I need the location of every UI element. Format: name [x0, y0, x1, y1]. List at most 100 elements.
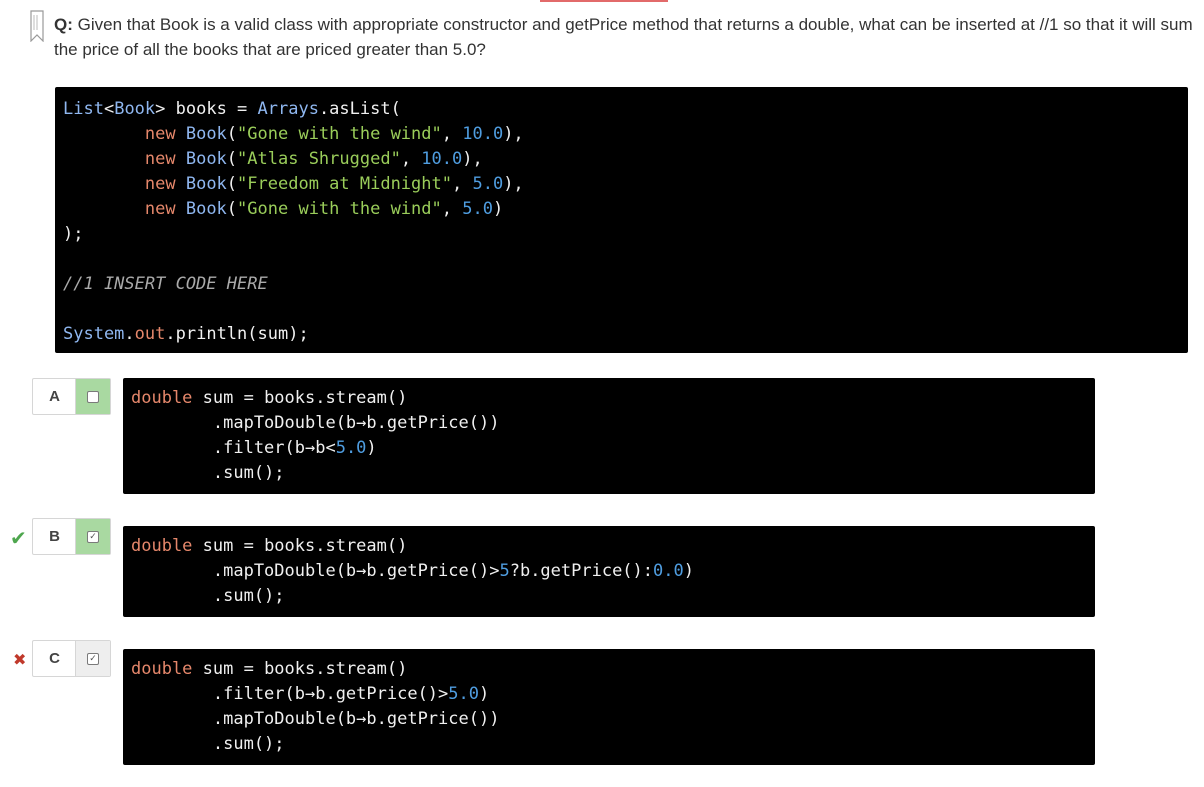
option-letter: C — [49, 650, 60, 667]
code-token: , — [451, 174, 473, 194]
code-token: sum = books.stream() — [192, 388, 408, 408]
code-token: ) — [479, 684, 490, 704]
wrong-x-icon: ✖ — [13, 650, 27, 669]
code-token: new — [144, 124, 186, 144]
code-token — [63, 124, 145, 144]
code-token: 5.0 — [448, 684, 479, 704]
code-line: double sum = books.stream() — [131, 534, 1087, 559]
code-token: ( — [226, 174, 238, 194]
code-token: Book — [185, 199, 227, 219]
code-token: Book — [185, 149, 227, 169]
code-token: .println(sum); — [165, 324, 309, 344]
code-line: .sum(); — [131, 732, 1087, 757]
code-token: < — [103, 99, 115, 119]
code-line: .sum(); — [131, 461, 1087, 486]
option-code-block: double sum = books.stream() .mapToDouble… — [123, 378, 1095, 494]
code-line: System.out.println(sum); — [63, 322, 1180, 347]
code-line — [63, 247, 1180, 272]
code-token: new — [144, 174, 186, 194]
code-token: ) — [366, 438, 377, 458]
code-token: .mapToDouble(b→b.getPrice()) — [131, 709, 500, 729]
option-checkbox-area[interactable]: ✓ — [75, 641, 110, 676]
code-token: "Gone with the wind" — [237, 199, 442, 219]
code-token: , — [400, 149, 422, 169]
checkbox-icon[interactable]: ✓ — [87, 530, 99, 543]
code-token: ), — [503, 124, 524, 144]
code-token: 10.0 — [462, 124, 504, 144]
checkbox-icon[interactable] — [87, 390, 99, 403]
code-token: 5.0 — [462, 199, 493, 219]
code-token: new — [144, 199, 186, 219]
code-line: .filter(b→b<5.0) — [131, 436, 1087, 461]
code-token: .mapToDouble(b→b.getPrice()) — [131, 413, 500, 433]
code-token: .asList( — [318, 99, 401, 119]
code-token — [63, 174, 145, 194]
code-token: .filter(b→b.getPrice()> — [131, 684, 449, 704]
code-token: .sum(); — [131, 734, 285, 754]
code-token: double — [131, 388, 193, 408]
code-token: "Gone with the wind" — [237, 124, 442, 144]
code-line: .mapToDouble(b→b.getPrice()) — [131, 411, 1087, 436]
code-token — [63, 199, 145, 219]
code-line: new Book("Atlas Shrugged", 10.0), — [63, 147, 1180, 172]
question-label: Q: — [54, 15, 73, 34]
option-letter: B — [49, 528, 60, 545]
code-token: . — [124, 324, 135, 344]
code-token — [63, 149, 145, 169]
code-token: "Atlas Shrugged" — [237, 149, 401, 169]
code-token: double — [131, 536, 193, 556]
code-token: sum = books.stream() — [192, 659, 408, 679]
code-token: //1 INSERT CODE HERE — [63, 274, 268, 294]
option-letter: A — [49, 388, 60, 405]
code-token: .filter(b→b< — [131, 438, 336, 458]
code-line: .mapToDouble(b→b.getPrice()>5?b.getPrice… — [131, 559, 1087, 584]
code-token: ?b.getPrice(): — [509, 561, 654, 581]
option-checkbox-area[interactable] — [75, 379, 110, 414]
code-line: new Book("Gone with the wind", 10.0), — [63, 122, 1180, 147]
code-token: .sum(); — [131, 463, 285, 483]
option-code-block: double sum = books.stream() .filter(b→b.… — [123, 649, 1095, 765]
code-token: ( — [226, 124, 238, 144]
code-token: 5.0 — [472, 174, 504, 194]
option-selector[interactable]: B✓ — [32, 518, 111, 555]
code-token: new — [144, 149, 186, 169]
code-token: "Freedom at Midnight" — [237, 174, 452, 194]
bookmark-icon[interactable] — [30, 10, 44, 42]
checkbox-icon[interactable]: ✓ — [87, 652, 99, 665]
code-line: ); — [63, 222, 1180, 247]
code-token: Book — [185, 174, 227, 194]
top-accent-bar — [540, 0, 668, 2]
code-token: out — [134, 324, 166, 344]
option-selector[interactable]: C✓ — [32, 640, 111, 677]
code-token: ) — [492, 199, 504, 219]
code-token: > books = — [155, 99, 258, 119]
correct-check-icon: ✔ — [10, 526, 27, 550]
code-token: ( — [226, 199, 238, 219]
question-text: Q: Given that Book is a valid class with… — [54, 12, 1194, 62]
code-token: , — [441, 124, 463, 144]
code-token: ), — [462, 149, 483, 169]
code-line: .filter(b→b.getPrice()>5.0) — [131, 682, 1087, 707]
code-line: double sum = books.stream() — [131, 386, 1087, 411]
code-token: sum = books.stream() — [192, 536, 408, 556]
code-token: double — [131, 659, 193, 679]
code-line: //1 INSERT CODE HERE — [63, 272, 1180, 297]
main-code-block: List<Book> books = Arrays.asList( new Bo… — [55, 87, 1188, 353]
code-token: Book — [114, 99, 156, 119]
code-line: .sum(); — [131, 584, 1087, 609]
question-body: Given that Book is a valid class with ap… — [54, 15, 1193, 59]
code-token: .sum(); — [131, 586, 285, 606]
code-token: ); — [63, 224, 84, 244]
code-line: new Book("Freedom at Midnight", 5.0), — [63, 172, 1180, 197]
code-token: 10.0 — [421, 149, 463, 169]
option-checkbox-area[interactable]: ✓ — [75, 519, 110, 554]
option-code-block: double sum = books.stream() .mapToDouble… — [123, 526, 1095, 617]
code-token: , — [441, 199, 463, 219]
code-token: ) — [683, 561, 694, 581]
code-token: Arrays — [257, 99, 319, 119]
code-line: .mapToDouble(b→b.getPrice()) — [131, 707, 1087, 732]
option-selector[interactable]: A — [32, 378, 111, 415]
code-line — [63, 297, 1180, 322]
code-token: System — [63, 324, 125, 344]
code-token: 5 — [499, 561, 510, 581]
